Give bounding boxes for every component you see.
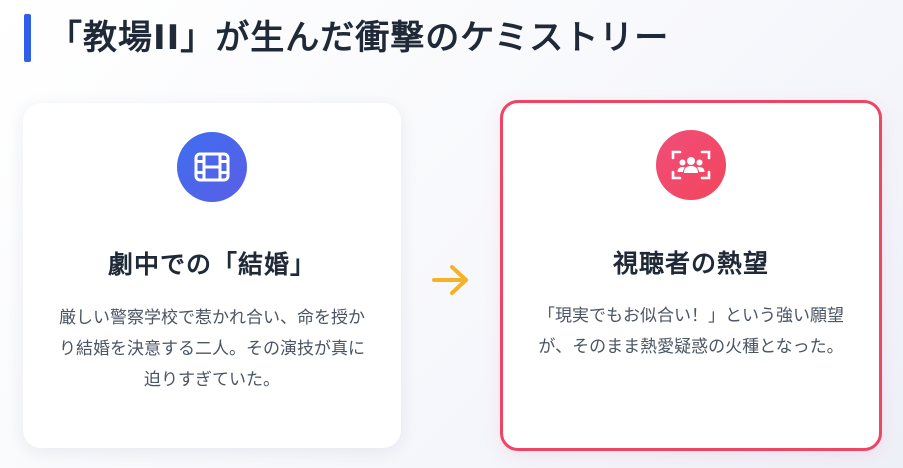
page-title: 「教場II」が生んだ衝撃のケミストリー <box>48 18 670 58</box>
card-heading: 視聴者の熱望 <box>612 249 769 278</box>
card-heading: 劇中での「結婚」 <box>107 250 316 279</box>
card-viewer-wish: 視聴者の熱望 「現実でもお似合い！」という強い願望が、そのまま熱愛疑惑の火種とな… <box>500 100 882 451</box>
card-in-drama-marriage: 劇中での「結婚」 厳しい警察学校で惹かれ合い、命を授かり結婚を決意する二人。その… <box>23 103 401 448</box>
film-icon <box>177 132 247 202</box>
users-viewfinder-icon <box>656 130 726 200</box>
arrow-right-icon <box>430 262 472 298</box>
card-description: 「現実でもお似合い！」という強い願望が、そのまま熱愛疑惑の火種となった。 <box>538 306 844 357</box>
title-accent-bar <box>24 14 31 62</box>
card-description: 厳しい警察学校で惹かれ合い、命を授かり結婚を決意する二人。その演技が真に迫りすぎ… <box>59 308 365 390</box>
